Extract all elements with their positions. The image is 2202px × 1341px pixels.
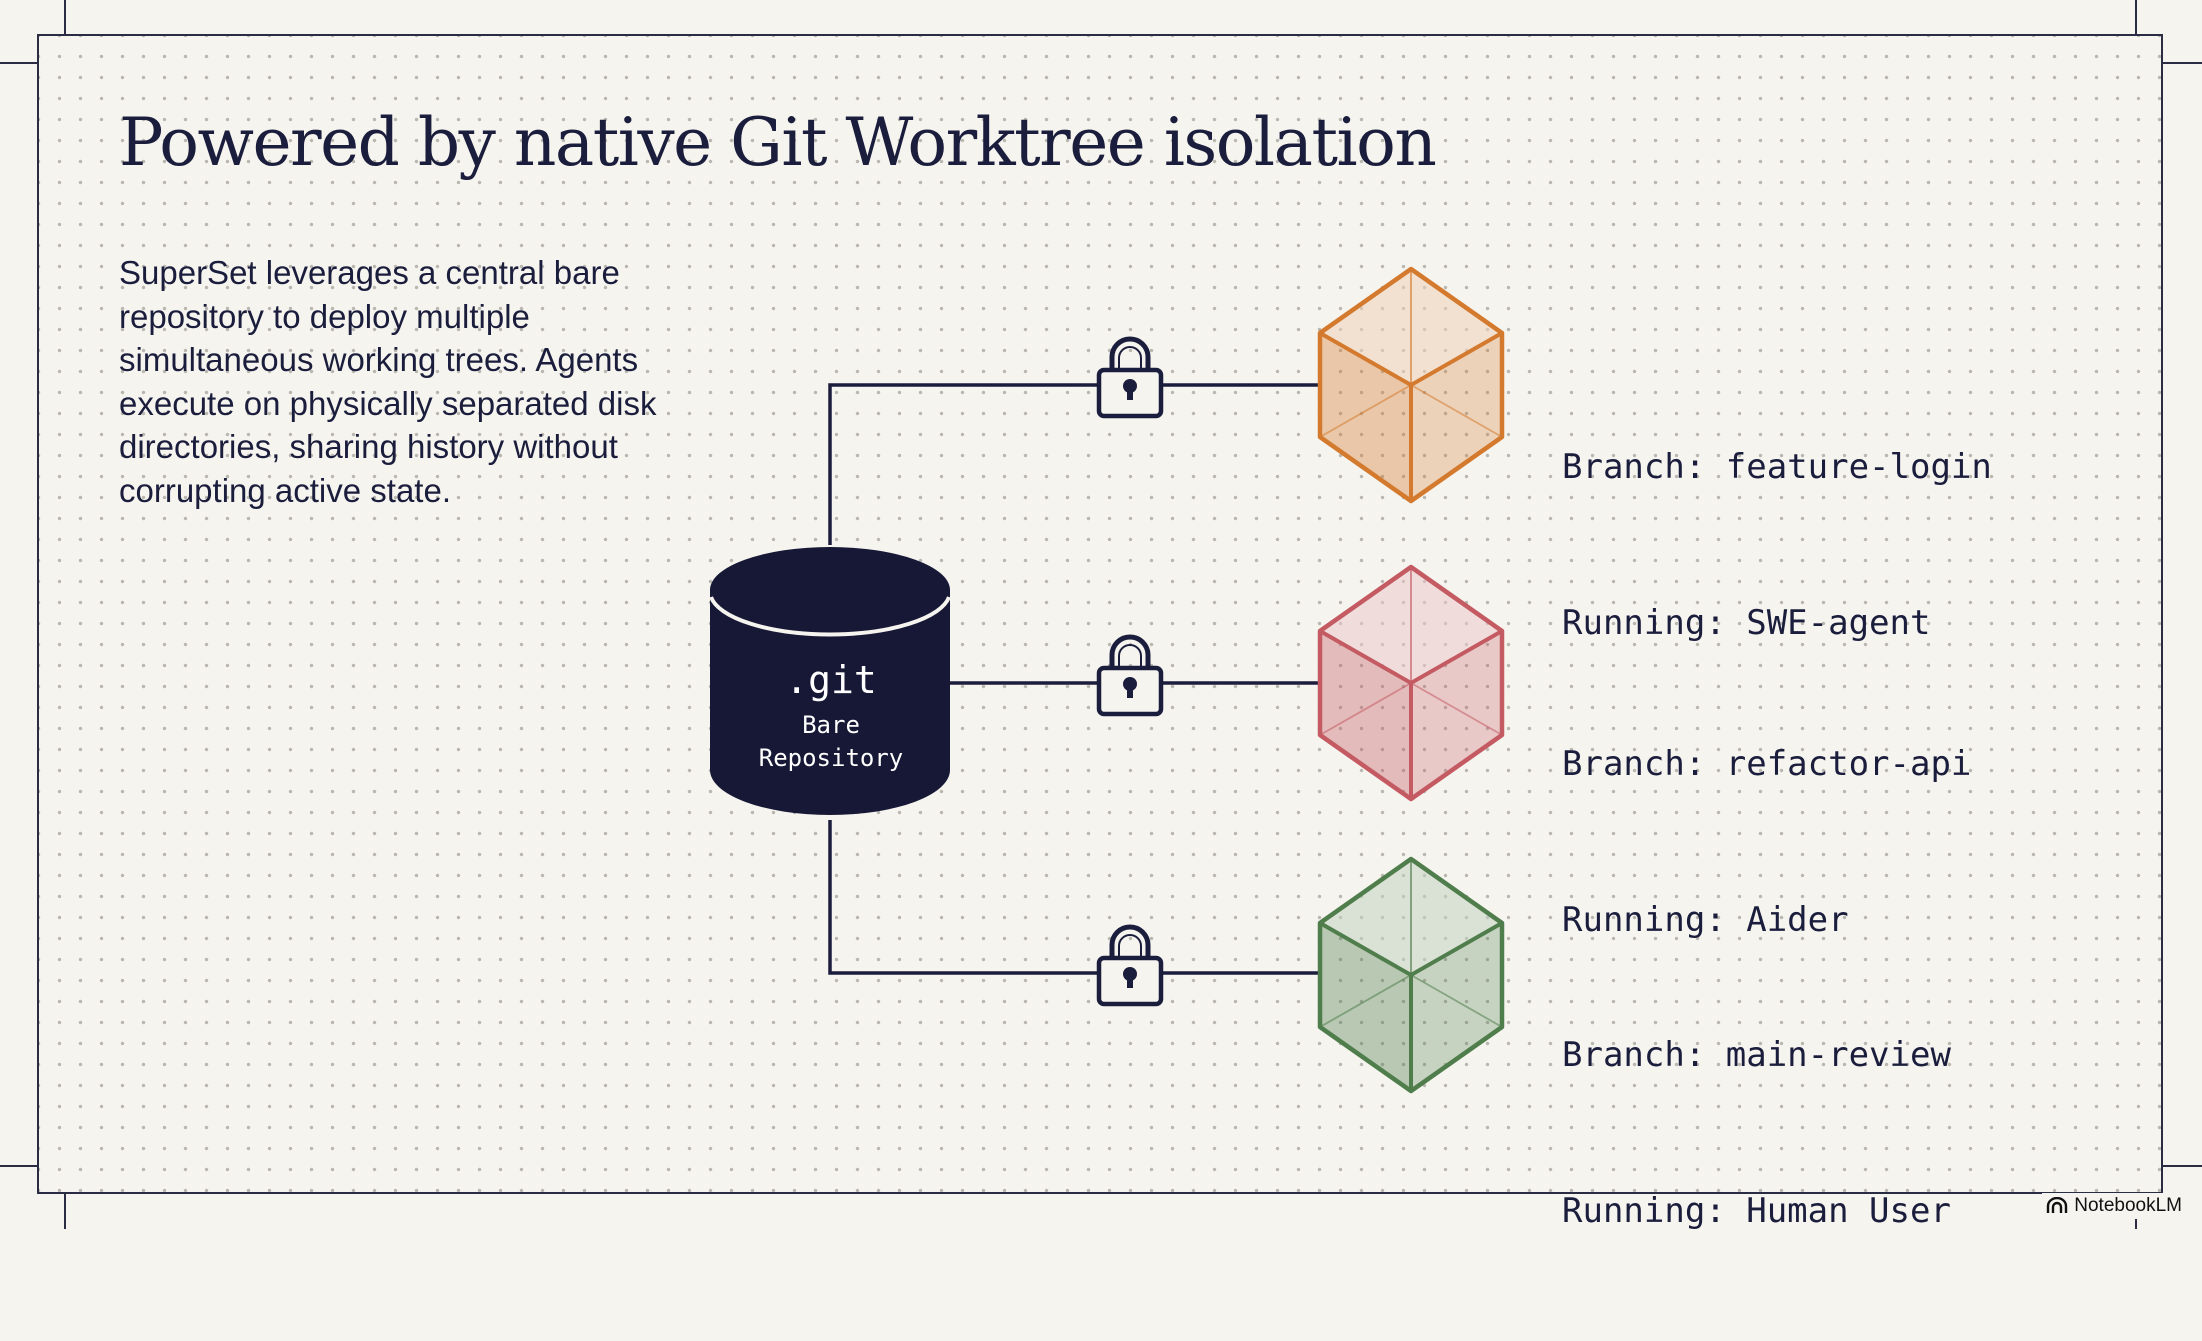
slide: Powered by native Git Worktree isolation…: [0, 0, 2202, 1231]
cube-icon: [1317, 856, 1505, 1094]
description-text: SuperSet leverages a central bare reposi…: [119, 254, 657, 509]
running-agent: Running: Aider: [1562, 900, 1849, 940]
badge-label: NotebookLM: [2074, 1195, 2182, 1216]
page-title: Powered by native Git Worktree isolation: [119, 104, 1437, 181]
frame-mark: [2135, 0, 2137, 34]
connector-line: [828, 820, 1318, 975]
cube-icon: [1317, 564, 1505, 802]
cube-icon: [1317, 266, 1505, 504]
running-agent: Running: Human User: [1562, 1191, 1951, 1231]
worktree-label-1: Branch: feature-login Running: SWE-agent: [1562, 337, 1992, 753]
frame-mark: [0, 62, 37, 64]
repository-line2: Repository: [759, 744, 904, 772]
branch-name: Branch: feature-login: [1562, 447, 1992, 487]
frame-mark: [2163, 62, 2202, 64]
notebooklm-badge: NotebookLM: [2042, 1193, 2186, 1219]
running-agent: Running: SWE-agent: [1562, 603, 1931, 643]
worktree-label-2: Branch: refactor-api Running: Aider: [1562, 634, 1971, 1050]
frame-mark: [2163, 1165, 2202, 1167]
lock-icon: [1096, 336, 1164, 419]
frame-mark: [0, 1165, 37, 1167]
lock-icon: [1096, 924, 1164, 1007]
worktree-label-3: Branch: main-review Running: Human User: [1562, 925, 1951, 1341]
frame-mark: [64, 1194, 66, 1229]
notebooklm-logo-icon: [2047, 1197, 2068, 1213]
branch-name: Branch: main-review: [1562, 1035, 1951, 1075]
repository-name: .git: [785, 658, 877, 702]
repository-cylinder: .git Bare Repository: [709, 547, 951, 815]
branch-name: Branch: refactor-api: [1562, 744, 1972, 784]
worktree-diagram: .git Bare Repository: [709, 266, 1505, 1094]
lock-icon: [1096, 634, 1164, 717]
connector-line: [828, 383, 1318, 545]
frame-mark: [64, 0, 66, 34]
repository-line1: Bare: [802, 711, 860, 739]
